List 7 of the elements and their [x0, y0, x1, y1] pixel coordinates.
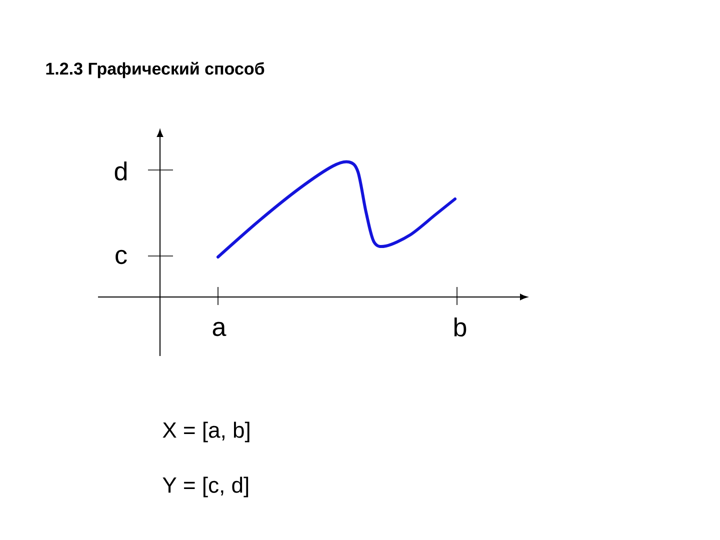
axis-label: d — [114, 161, 127, 181]
interval-text: Y = [c, d] — [162, 476, 248, 498]
axis-label: b — [454, 317, 466, 337]
title: 1.2.3 Графический способ — [46, 62, 264, 78]
axis-label: c — [116, 250, 127, 264]
interval-text: X = [a, b] — [162, 422, 250, 442]
axis-label: a — [212, 322, 226, 336]
